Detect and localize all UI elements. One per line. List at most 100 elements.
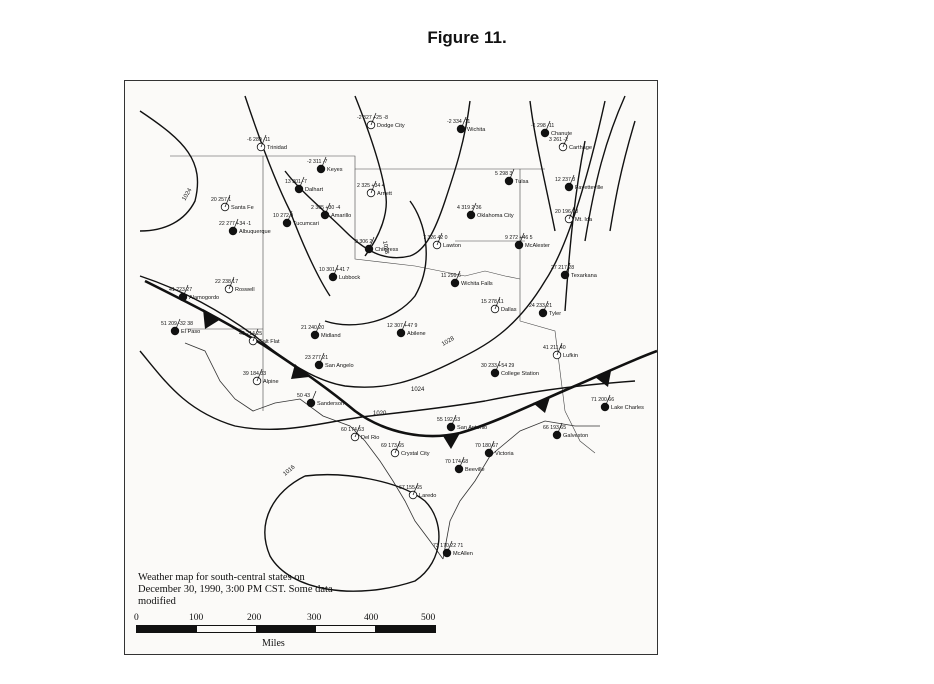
- wind-barb: [460, 116, 467, 130]
- wind-barb: [354, 424, 361, 438]
- wind-barb: [310, 390, 317, 404]
- scale-bar: [136, 625, 436, 633]
- station-name: Lufkin: [563, 353, 578, 359]
- wind-barb: [260, 134, 267, 148]
- station-name: Arnett: [377, 191, 392, 197]
- weather-map: 1024 1028 1024 1020 1016 1028 Trinidad-6…: [124, 80, 658, 655]
- wind-barb: [556, 422, 563, 436]
- station-name: Beeville: [465, 467, 485, 473]
- wind-barb: [286, 210, 293, 224]
- station-values: 60 174 53: [341, 427, 364, 433]
- station: Lufkin 41 211 40: [543, 342, 578, 360]
- station-values: 10 301 +41 7: [319, 267, 350, 273]
- station: Lubbock 10 301 +41 7: [319, 264, 360, 282]
- figure-title: Figure 11.: [427, 28, 507, 47]
- station: Albuquerque 22 277 +34 -1: [219, 218, 271, 236]
- station-name: Midland: [321, 333, 341, 339]
- station-values: 22 277 +34 -1: [219, 221, 251, 227]
- station-values: 13 301 -7: [285, 179, 307, 185]
- isobar-label: 1024: [411, 387, 425, 393]
- station-name: Lawton: [443, 243, 461, 249]
- station: Keyes-2 311 -7: [307, 156, 343, 174]
- station-name: Galveston: [563, 433, 588, 439]
- wind-barb: [394, 440, 401, 454]
- station-values: -2 327 +25 -8: [357, 115, 388, 121]
- station-name: Wichita: [467, 127, 486, 133]
- station: Dalhart 13 301 -7: [285, 176, 323, 194]
- station-values: 51 209 -32 38: [161, 321, 193, 327]
- station-name: Keyes: [327, 167, 343, 173]
- station-values: 24 233 21: [529, 303, 552, 309]
- wind-barb: [370, 180, 377, 194]
- station-name: Fayetteville: [575, 185, 603, 191]
- wind-barb: [542, 300, 549, 314]
- station-name: Wichita Falls: [461, 281, 493, 287]
- wind-barb: [332, 264, 339, 278]
- isobars: [139, 95, 636, 592]
- scale-tick-label: 500: [421, 613, 436, 623]
- station-name: Lake Charles: [611, 405, 644, 411]
- station-name: Santa Fe: [231, 205, 254, 211]
- station-name: Albuquerque: [239, 229, 271, 235]
- station-name: Dodge City: [377, 123, 405, 129]
- station-values: 55 192 53: [437, 417, 460, 423]
- station-values: 7 326 42 0: [423, 235, 448, 241]
- wind-barb: [518, 232, 525, 246]
- station: Midland 21 240 20: [301, 322, 341, 340]
- station-name: Salt Flat: [259, 339, 280, 345]
- station-name: Lubbock: [339, 275, 360, 281]
- wind-barb: [400, 320, 407, 334]
- wind-barb: [368, 236, 375, 250]
- wind-barb: [470, 202, 477, 216]
- wind-barb: [604, 394, 611, 408]
- station-values: 71 200 66: [591, 397, 614, 403]
- wind-barb: [454, 270, 461, 284]
- wind-barb: [562, 134, 569, 148]
- station-name: Tulsa: [515, 179, 529, 185]
- wind-barb: [252, 328, 259, 342]
- cold-front: [144, 279, 657, 449]
- wind-barb: [298, 176, 305, 190]
- station-name: Roswell: [235, 287, 255, 293]
- station-values: 3 261 -2: [549, 137, 568, 143]
- wind-barb: [324, 202, 331, 216]
- station-values: 4 319 2 36: [457, 205, 482, 211]
- station-name: Dalhart: [305, 187, 323, 193]
- isobar-label: 1028: [441, 336, 456, 348]
- station-values: 69 173 65: [381, 443, 404, 449]
- weather-map-svg: 1024 1028 1024 1020 1016 1028 Trinidad-6…: [139, 95, 657, 592]
- scale-tick-label: 300: [307, 613, 322, 623]
- isobar-label: 1028: [381, 240, 389, 255]
- wind-barb: [436, 232, 443, 246]
- wind-barb: [494, 296, 501, 310]
- wind-barb: [232, 218, 239, 232]
- station-name: McAlester: [525, 243, 550, 249]
- station-values: 41 223 27: [169, 287, 192, 293]
- station-name: Tyler: [549, 311, 561, 317]
- wind-barb: [564, 262, 571, 276]
- station-values: 41 211 40: [543, 345, 566, 351]
- wind-barb: [446, 540, 453, 554]
- station-values: 21 240 20: [301, 325, 324, 331]
- station-values: 70 180 67: [475, 443, 498, 449]
- wind-barb: [256, 368, 263, 382]
- isobar-label: 1016: [282, 464, 297, 478]
- station-values: -2 311 -7: [307, 159, 327, 165]
- station-values: 2 325 +34 4: [357, 183, 385, 189]
- station-values: 15 278 11: [481, 299, 504, 305]
- station-values: 12 237 3: [555, 177, 575, 183]
- wind-barb: [508, 168, 515, 182]
